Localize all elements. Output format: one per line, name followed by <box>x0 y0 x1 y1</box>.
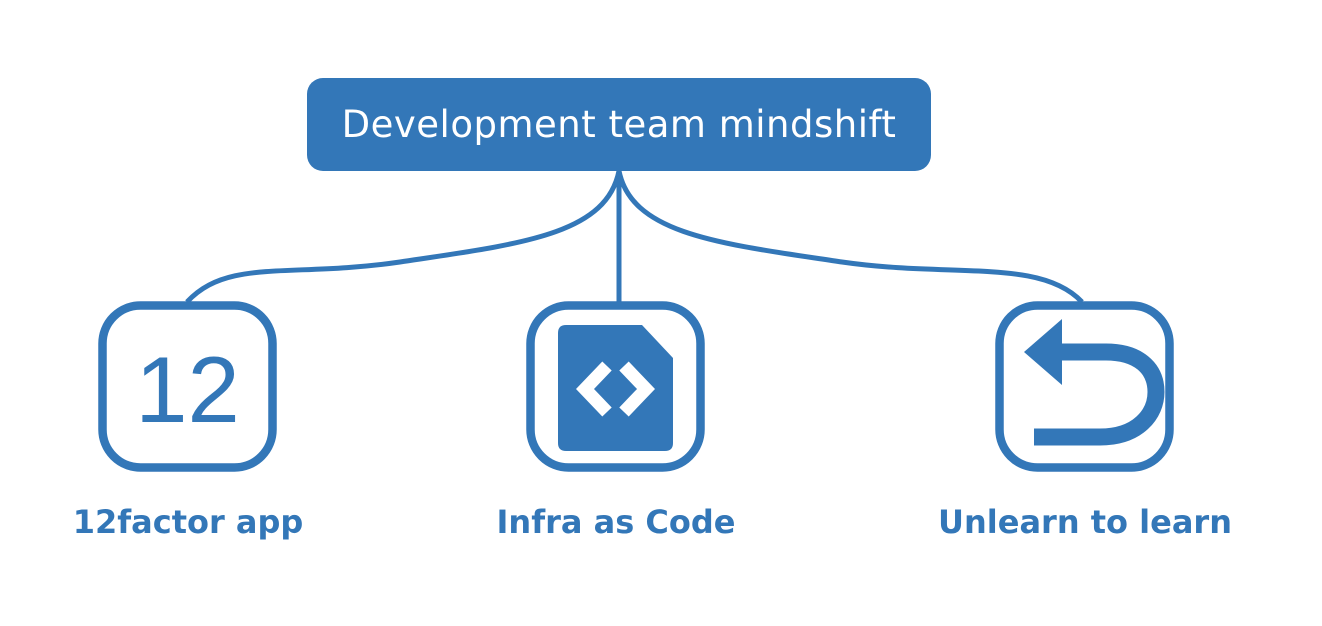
root-node-label: Development team mindshift <box>341 103 897 146</box>
connector-right <box>616 170 1084 304</box>
code-file-icon <box>558 325 673 451</box>
branch-label-12factor: 12factor app <box>72 503 304 541</box>
branch-label-infra: Infra as Code <box>496 503 736 541</box>
twelve-badge-icon: 12 <box>135 337 240 442</box>
icon-box-12factor <box>98 301 277 472</box>
undo-arrow-icon <box>1024 319 1165 446</box>
connector-left <box>185 170 622 304</box>
branch-label-unlearn: Unlearn to learn <box>938 503 1232 541</box>
root-node: Development team mindshift <box>307 78 931 171</box>
